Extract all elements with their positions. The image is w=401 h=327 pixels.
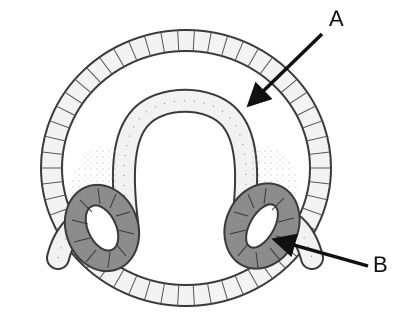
- label-b: B: [373, 254, 388, 276]
- label-a: A: [329, 8, 344, 30]
